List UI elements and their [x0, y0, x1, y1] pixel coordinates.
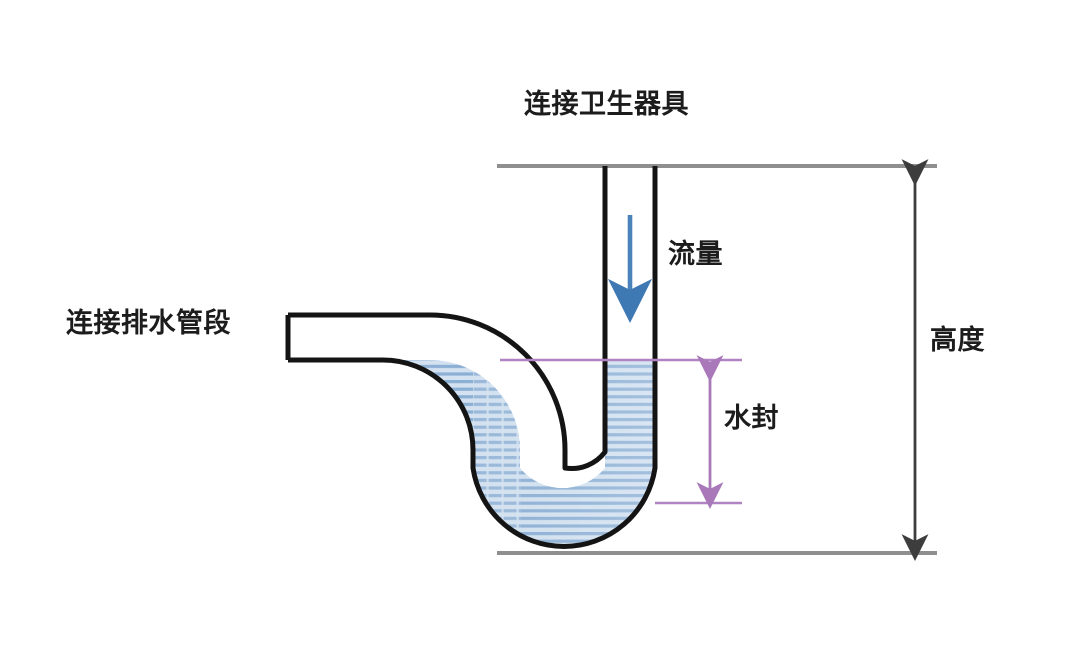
label-height: 高度	[930, 325, 985, 356]
label-drain-connection: 连接排水管段	[66, 308, 231, 339]
label-flow: 流量	[668, 239, 723, 270]
pipe-inner-wall	[288, 166, 608, 471]
pipe-outline	[285, 166, 658, 549]
water-seal-fill	[288, 360, 655, 547]
reference-lines	[497, 164, 937, 555]
label-fixture-connection: 连接卫生器具	[524, 89, 689, 120]
pipe-outer-wall	[288, 166, 658, 549]
label-water-seal: 水封	[724, 403, 779, 434]
